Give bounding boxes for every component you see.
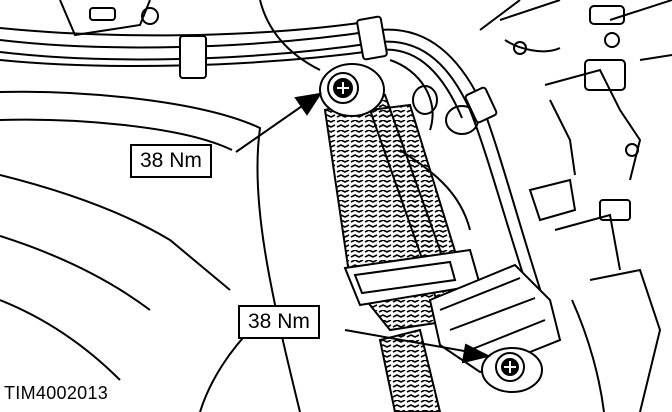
torque-callout-lower: 38 Nm <box>238 305 320 339</box>
leader-arrow-lower <box>344 329 491 364</box>
leader-arrow-upper <box>235 92 323 153</box>
torque-callout-upper: 38 Nm <box>130 144 212 178</box>
buckle-housing <box>428 263 562 374</box>
wiring-harness <box>0 15 551 326</box>
upper-anchor-bolt-icon <box>319 63 385 117</box>
figure-id: TIM4002013 <box>4 383 109 403</box>
lower-anchor-bolt-icon <box>481 347 543 393</box>
